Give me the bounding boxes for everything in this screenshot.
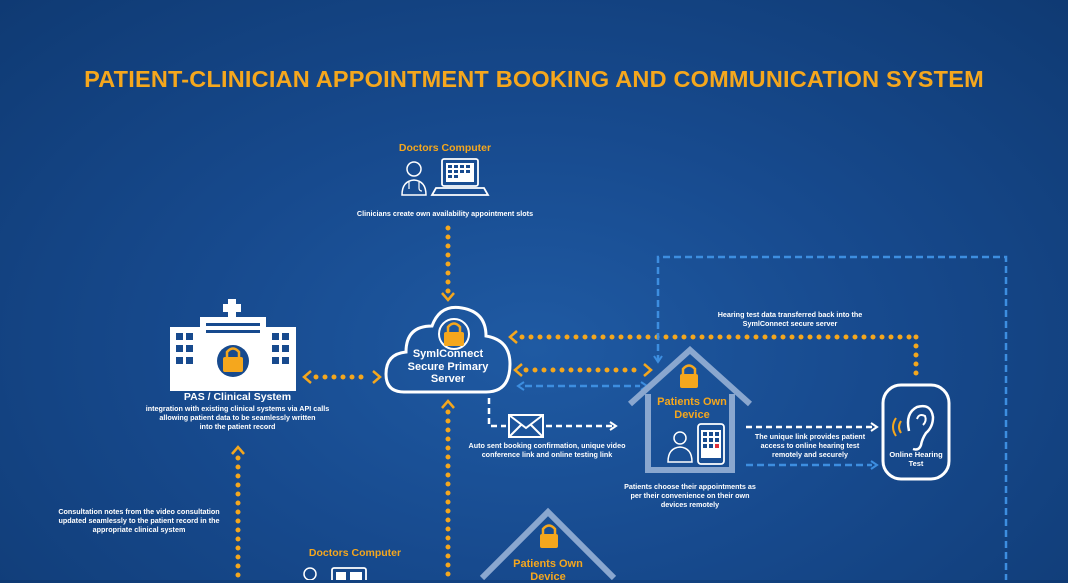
patient-device-label: Patients Own Device [642,396,742,421]
doctor-computer-icon [400,157,490,201]
patient-device-bottom-line1: Patients Own [498,558,598,571]
server-label-line1: SymlConnect [398,348,498,361]
hearing-transfer-line1: Hearing test data transferred back into … [700,310,880,319]
patient-device-caption-line2: per their convenience on their own [600,491,780,500]
unique-link-line2: access to online hearing test [740,441,880,450]
patient-device-label-line2: Device [642,409,742,422]
consultation-line3: appropriate clinical system [44,525,234,534]
patient-device-caption-line1: Patients choose their appointments as [600,482,780,491]
envelope-icon [508,414,544,438]
booking-caption-line2: conference link and online testing link [452,450,642,459]
unique-link-line3: remotely and securely [740,450,880,459]
unique-link-line1: The unique link provides patient [740,432,880,441]
hearing-test-label-line2: Test [883,459,949,468]
pas-caption-line3: into the patient record [130,422,345,431]
patient-device-caption: Patients choose their appointments as pe… [600,482,780,509]
consultation-line2: updated seamlessly to the patient record… [44,516,234,525]
doctors-computer-caption: Clinicians create own availability appoi… [320,209,570,218]
unique-link-caption: The unique link provides patient access … [740,432,880,459]
doctors-computer-bottom-label: Doctors Computer [290,547,420,559]
dotted-connector-server-down [442,401,454,580]
doctors-computer-label: Doctors Computer [380,142,510,154]
pas-caption-line1: integration with existing clinical syste… [130,404,345,413]
booking-caption: Auto sent booking confirmation, unique v… [452,441,642,459]
patient-device-bottom-line2: Device [498,571,598,583]
patient-device-label-line1: Patients Own [642,396,742,409]
doctor-computer-bottom-icon [298,564,388,580]
consultation-caption: Consultation notes from the video consul… [44,507,234,534]
consultation-line1: Consultation notes from the video consul… [44,507,234,516]
server-label: SymlConnect Secure Primary Server [398,348,498,386]
dotted-connector-doctor-server [442,228,454,300]
patient-device-caption-line3: devices remotely [600,500,780,509]
server-label-line3: Server [398,373,498,386]
dotted-connector-pas-server [304,371,380,383]
pas-caption: integration with existing clinical syste… [130,404,345,431]
hearing-test-label: Online Hearing Test [883,450,949,468]
pas-title: PAS / Clinical System [150,391,325,404]
hospital-icon [170,299,300,391]
server-label-line2: Secure Primary [398,361,498,374]
hearing-test-label-line1: Online Hearing [883,450,949,459]
booking-caption-line1: Auto sent booking confirmation, unique v… [452,441,642,450]
pas-caption-line2: allowing patient data to be seamlessly w… [130,413,345,422]
hearing-transfer-caption: Hearing test data transferred back into … [700,310,880,328]
hearing-transfer-line2: SymlConnect secure server [700,319,880,328]
patient-device-bottom-label: Patients Own Device [498,558,598,583]
